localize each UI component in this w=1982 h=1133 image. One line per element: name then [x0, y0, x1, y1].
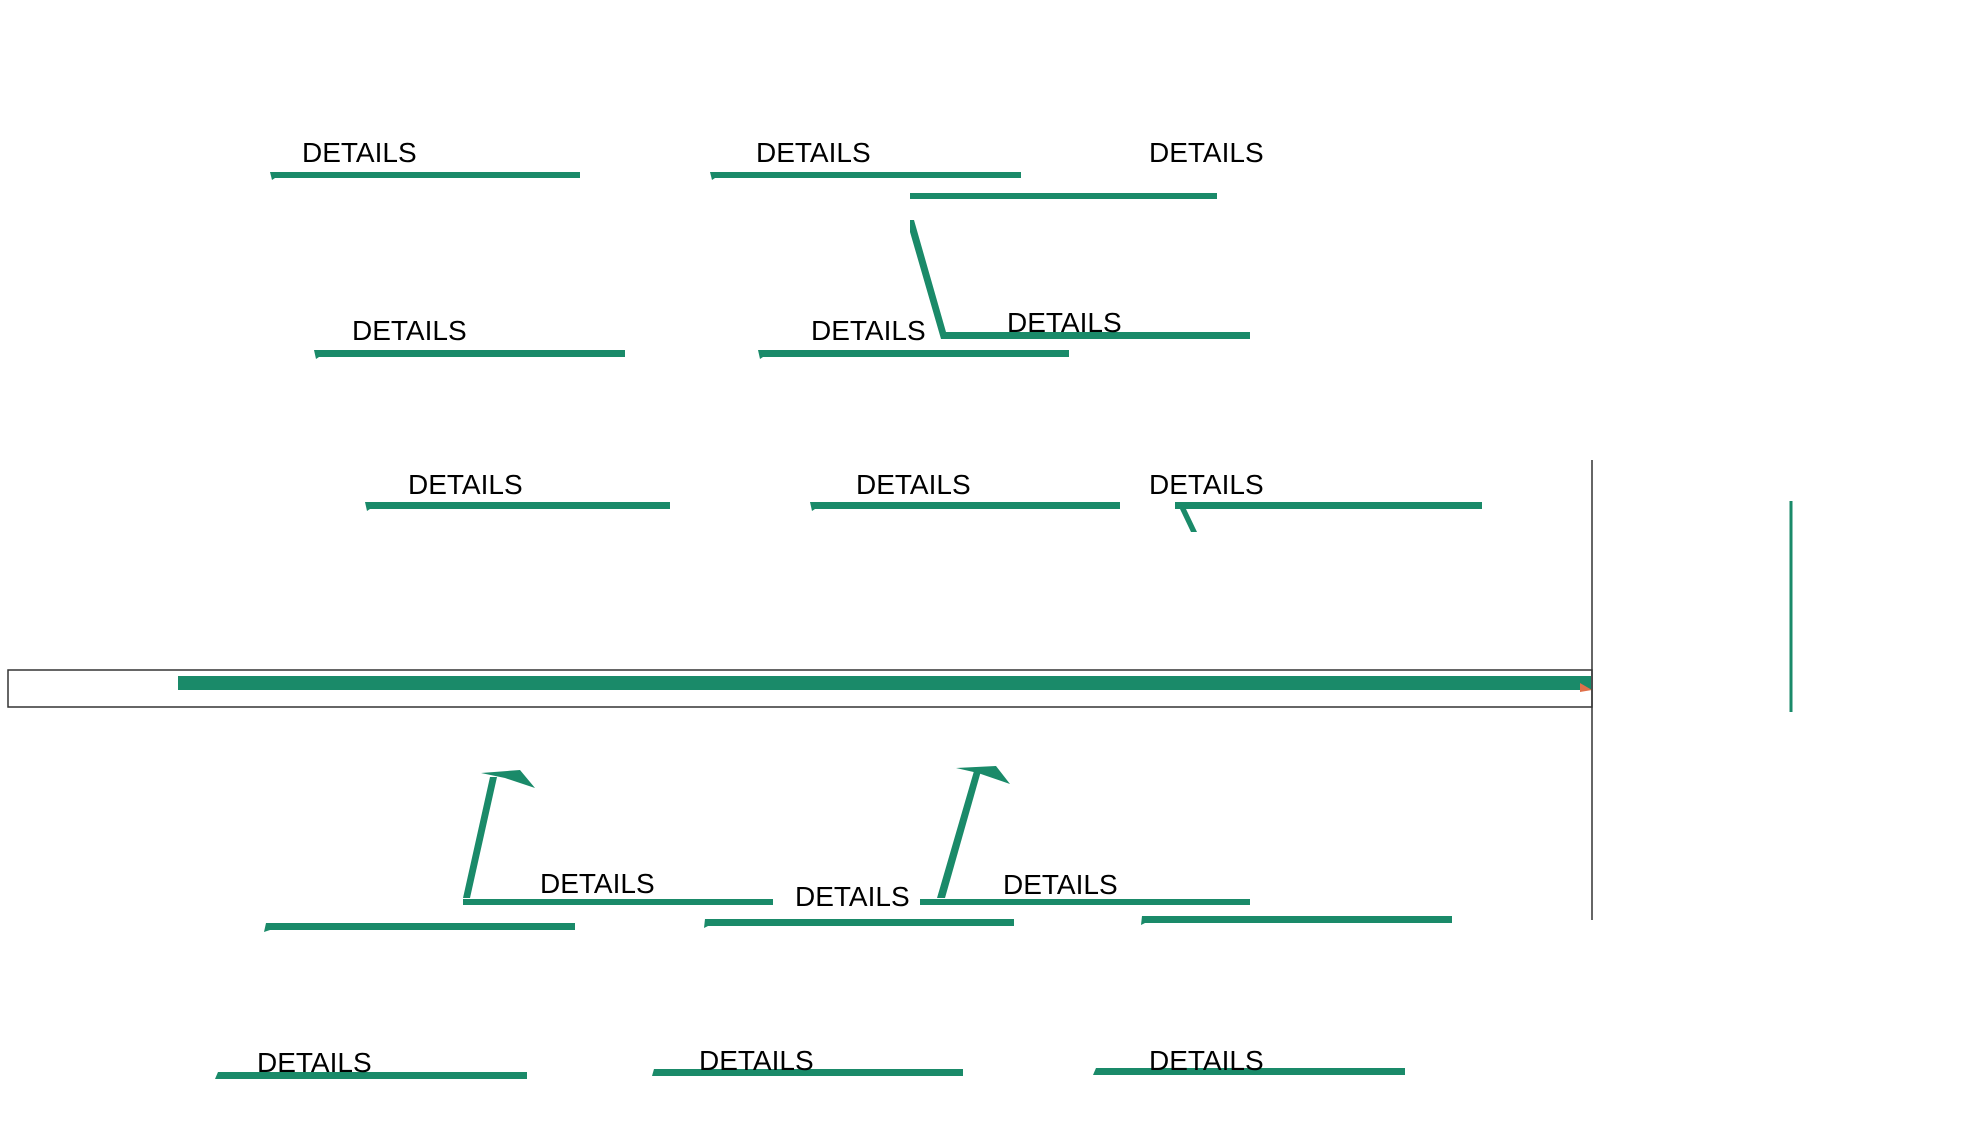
- branch-bottom-1-3: DETAILS: [920, 766, 1452, 925]
- branch-label: DETAILS: [408, 469, 523, 500]
- branch-label: DETAILS: [795, 881, 910, 912]
- branch-label: DETAILS: [1007, 307, 1122, 338]
- branch-top-3-3: DETAILS: [1149, 469, 1482, 532]
- branch-top-1-2: DETAILS: [710, 137, 1021, 180]
- branch-label: DETAILS: [811, 315, 926, 346]
- branch-top-3-2: DETAILS: [810, 469, 1120, 511]
- branch-top-1-3: DETAILS: [910, 137, 1264, 339]
- spine-bone: [178, 676, 1591, 690]
- branch-top-2-3: DETAILS: [1007, 307, 1122, 338]
- branch-bottom-1-2: DETAILS: [704, 881, 1014, 928]
- branch-bottom-2-2: DETAILS: [652, 1045, 963, 1076]
- branch-top-2-1: DETAILS: [314, 315, 625, 359]
- branch-label: DETAILS: [352, 315, 467, 346]
- branch-label: DETAILS: [302, 137, 417, 168]
- branch-bottom-2-3: DETAILS: [1093, 1045, 1405, 1076]
- branch-bottom-1-1: DETAILS: [264, 770, 773, 932]
- branch-top-1-1: DETAILS: [270, 137, 580, 180]
- branch-label: DETAILS: [756, 137, 871, 168]
- branch-label: DETAILS: [856, 469, 971, 500]
- branch-label: DETAILS: [699, 1045, 814, 1076]
- branch-label: DETAILS: [257, 1047, 372, 1078]
- branch-top-2-2: DETAILS: [758, 315, 1069, 359]
- branch-label: DETAILS: [1149, 1045, 1264, 1076]
- branch-label: DETAILS: [1003, 869, 1118, 900]
- branch-label: DETAILS: [1149, 137, 1264, 168]
- branch-bottom-2-1: DETAILS: [215, 1047, 527, 1079]
- branch-label: DETAILS: [540, 868, 655, 899]
- spine-head-accent: [1580, 683, 1592, 692]
- branch-label: DETAILS: [1149, 469, 1264, 500]
- branch-top-3-1: DETAILS: [365, 469, 670, 511]
